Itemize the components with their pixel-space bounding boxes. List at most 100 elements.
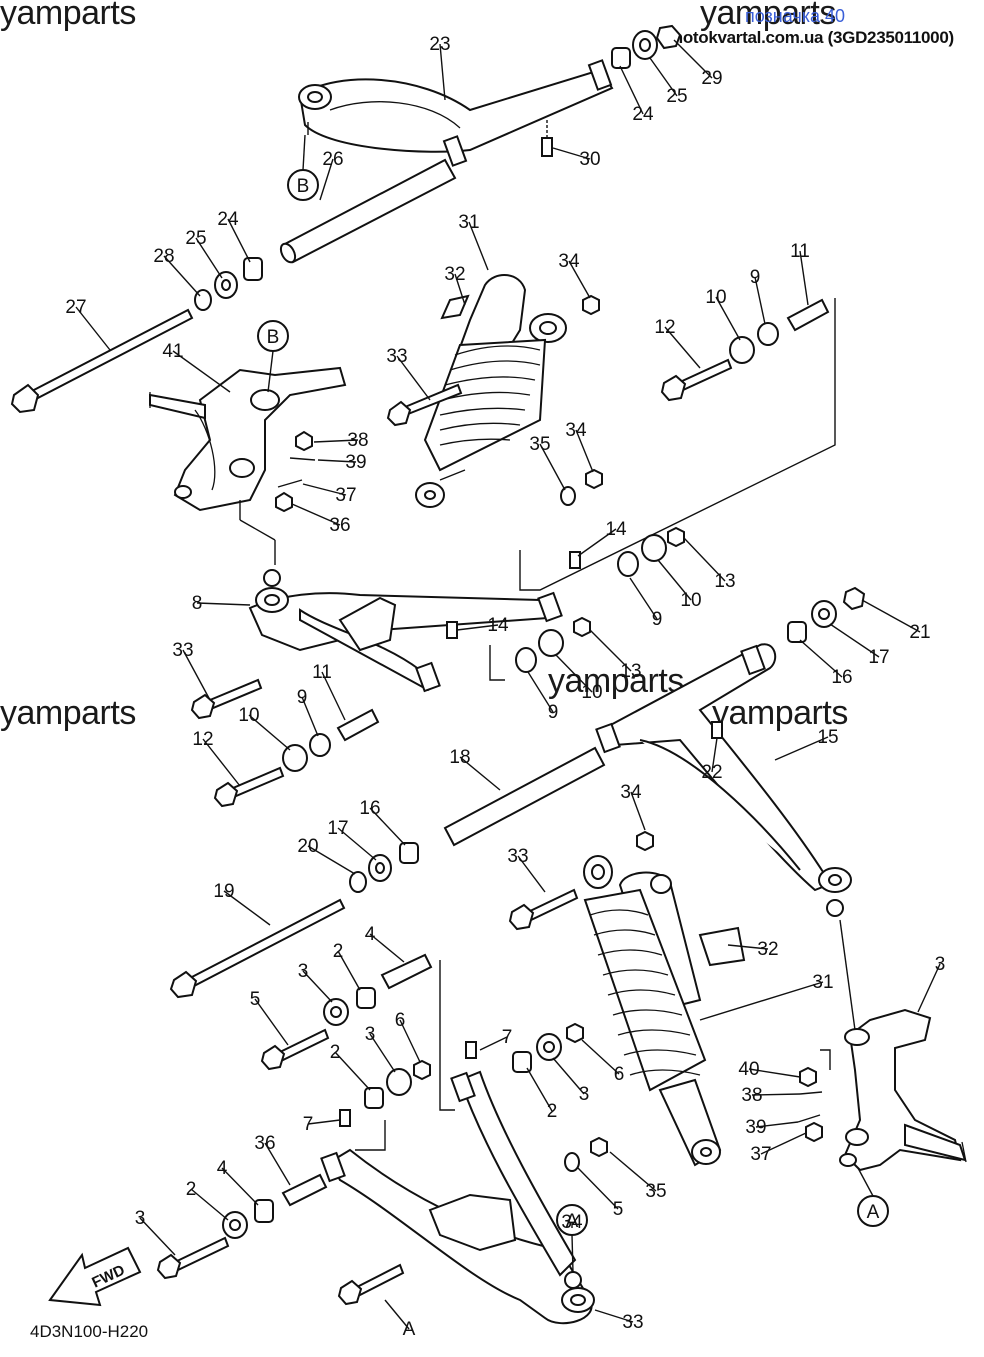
part-callout-24: 24: [632, 104, 654, 125]
leader-line: [439, 43, 446, 101]
leader-line: [334, 1051, 371, 1091]
part-callout-12: 12: [192, 729, 213, 750]
watermark: yamparts: [0, 694, 136, 732]
leader-line: [673, 39, 713, 79]
leader-line: [755, 1121, 799, 1128]
part-callout-31: 31: [458, 212, 479, 233]
part-callout-20: 20: [297, 836, 318, 857]
watermark: yamparts: [700, 0, 836, 32]
part-callout-25: 25: [185, 228, 206, 249]
part-callout-34: 34: [565, 420, 587, 441]
bushing-set-mid-lower: [446, 616, 591, 673]
leader-line: [568, 260, 591, 299]
leader-line: [760, 1132, 807, 1155]
part-callout-38: 38: [347, 430, 368, 451]
leader-line: [456, 624, 499, 631]
leader-line: [577, 1167, 619, 1210]
nut-pin-set-left: [275, 430, 316, 513]
leader-line: [711, 737, 718, 773]
part-callout-4: 4: [365, 924, 376, 945]
part-callout-10: 10: [680, 590, 701, 611]
leader-line: [172, 350, 231, 393]
grease-nipple-7-lower: [339, 1109, 351, 1127]
leader-line: [384, 1299, 410, 1330]
part-callout-32: 32: [444, 264, 465, 285]
leader-line: [577, 528, 617, 557]
leader-line: [609, 1151, 657, 1192]
steering-knuckle-41: [149, 366, 347, 512]
part-callout-29: 29: [701, 68, 722, 89]
part-callout-4: 4: [217, 1158, 228, 1179]
leader-line: [526, 1067, 553, 1112]
leader-line: [337, 827, 377, 861]
part-callout-11: 11: [312, 662, 332, 683]
leader-line: [630, 791, 646, 831]
ref-marker: A: [566, 1211, 579, 1232]
part-callout-18: 18: [449, 747, 470, 768]
leader-line: [555, 654, 593, 693]
part-callout-35: 35: [645, 1181, 666, 1202]
leader-line: [619, 65, 644, 115]
part-callout-3: 3: [579, 1084, 590, 1105]
part-callout-2: 2: [547, 1101, 558, 1122]
part-callout-7: 7: [303, 1114, 314, 1135]
part-callout-34: 34: [558, 251, 580, 272]
nuts-and-bolt-shock-top: [386, 294, 603, 506]
leader-line: [754, 276, 766, 325]
leader-line: [575, 429, 594, 473]
bushing-set-lower-upper: [260, 953, 433, 1109]
part-callout-33: 33: [507, 846, 528, 867]
bushing-set-lower-right: [512, 1022, 584, 1073]
part-callout-23: 23: [429, 34, 450, 55]
part-callout-15: 15: [817, 727, 838, 748]
guide-lines: [239, 298, 836, 1151]
leader-lines: [75, 39, 941, 1330]
part-callout-26: 26: [322, 149, 343, 170]
part-callout-2: 2: [330, 1042, 341, 1063]
part-callout-A: A: [403, 1319, 416, 1340]
leader-line: [527, 671, 554, 713]
part-callout-5: 5: [613, 1199, 624, 1220]
leader-line: [799, 639, 843, 678]
part-callout-31: 31: [812, 972, 833, 993]
part-callout-28: 28: [153, 246, 174, 267]
diagram-code: 4D3N100-H220: [30, 1322, 149, 1341]
part-callout-6: 6: [614, 1064, 625, 1085]
part-callout-8: 8: [192, 593, 203, 614]
leader-line: [248, 714, 291, 751]
part-callout-41: 41: [162, 341, 183, 362]
header-title: позначка 40: [745, 6, 846, 26]
leader-line: [861, 599, 921, 633]
lower-arm-bottom: [320, 1070, 595, 1325]
part-callout-7: 7: [502, 1027, 513, 1048]
bushing-set-top-right: [611, 24, 682, 69]
part-callout-3: 3: [135, 1208, 146, 1229]
leader-line: [302, 970, 333, 1003]
bolt-33-bottom: [337, 1263, 405, 1306]
leader-line: [683, 537, 726, 582]
long-bolt-19: [169, 898, 346, 999]
leader-line: [195, 237, 223, 279]
watermark: yamparts: [712, 694, 848, 732]
part-callout-30: 30: [579, 149, 600, 170]
part-callout-10: 10: [581, 682, 602, 703]
nut-and-bolt-shock-bottom: [508, 830, 654, 931]
leader-line: [552, 147, 591, 160]
header-subtitle: motokvartal.com.ua (3GD235011000): [668, 28, 954, 47]
part-callout-3: 3: [935, 954, 946, 975]
part-callout-10: 10: [705, 287, 726, 308]
leader-line: [301, 696, 319, 737]
leader-line: [307, 845, 356, 875]
part-callout-24: 24: [217, 209, 239, 230]
part-callout-33: 33: [172, 640, 193, 661]
leader-line: [221, 1167, 259, 1206]
leader-line: [589, 629, 632, 672]
leader-line: [196, 602, 251, 606]
part-callout-9: 9: [548, 702, 559, 723]
shock-absorber-top: [415, 274, 567, 508]
steering-knuckle-40: [839, 1008, 967, 1172]
leader-line: [190, 1188, 229, 1221]
part-callout-25: 25: [666, 86, 687, 107]
